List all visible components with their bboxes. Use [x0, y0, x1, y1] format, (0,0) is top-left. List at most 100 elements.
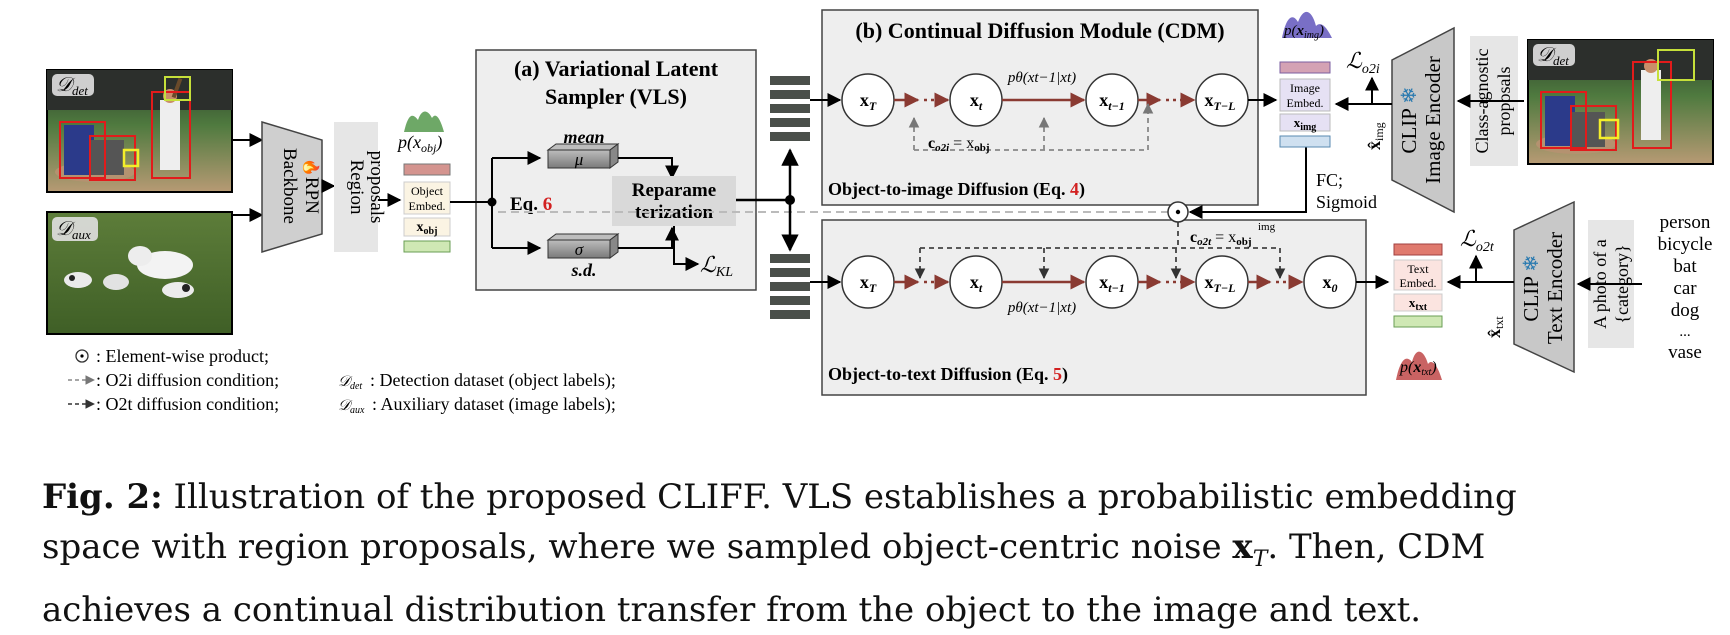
svg-text:𝒟det: 𝒟det: [338, 374, 362, 392]
svg-text:p(xtxt): p(xtxt): [1399, 359, 1437, 378]
svg-text:CLIP❄: CLIP❄: [1397, 86, 1421, 153]
category-item: bicycle: [1658, 234, 1713, 255]
svg-text:xt−1: xt−1: [1099, 90, 1125, 113]
svg-text:xtxt: xtxt: [1409, 295, 1428, 313]
svg-text:xT: xT: [860, 90, 877, 113]
caption-text-3: achieves a continual distribution transf…: [42, 589, 1422, 630]
svg-text:μ: μ: [574, 150, 584, 169]
category-item: vase: [1668, 342, 1702, 363]
svg-text:🔥RPN: 🔥RPN: [301, 158, 322, 214]
svg-text:Object: Object: [411, 184, 444, 198]
svg-text:xobj: xobj: [417, 220, 438, 237]
svg-text:proposals: proposals: [366, 151, 387, 224]
svg-text:Eq. 6: Eq. 6: [510, 194, 552, 215]
svg-text:xt: xt: [970, 90, 983, 113]
svg-text:p(ximg): p(ximg): [1283, 23, 1324, 41]
region-proposals-box: Region proposals: [334, 122, 387, 252]
cdm-panel-top: (b) Continual Diffusion Module (CDM): [821, 9, 1259, 206]
svg-text:𝒟aux: 𝒟aux: [338, 398, 365, 416]
caption-line-3: achieves a continual distribution transf…: [42, 585, 1702, 635]
category-item: car: [1673, 278, 1697, 299]
node-xt-minus-1-bottom: xt−1: [1085, 255, 1139, 309]
det-dataset-image-right: 𝒟det: [1527, 39, 1714, 165]
svg-text:Region: Region: [346, 160, 367, 215]
svg-text:CLIP❄: CLIP❄: [1519, 254, 1543, 321]
svg-text:ximg: ximg: [1294, 115, 1317, 133]
caption-line-1: Fig. 2: Illustration of the proposed CLI…: [42, 472, 1702, 522]
svg-text:p(xobj): p(xobj): [396, 132, 442, 155]
svg-text:Text: Text: [1407, 262, 1429, 276]
caption-math-sub: T: [1252, 546, 1268, 572]
aux-dataset-image: 𝒟aux: [46, 211, 233, 335]
svg-text:xt−1: xt−1: [1099, 272, 1125, 295]
svg-text:: O2t diffusion condition;: : O2t diffusion condition;: [96, 394, 279, 414]
caption-math: x: [1232, 527, 1253, 567]
caption-text-1: Illustration of the proposed CLIFF. VLS …: [162, 477, 1517, 517]
snowflake-icon: ❄: [1519, 254, 1543, 272]
noise-bars-top: [770, 76, 810, 141]
image-embedding-stack: p(ximg) Image Embed. ximg: [1279, 11, 1332, 148]
det-dataset-image-left: 𝒟det: [46, 69, 233, 193]
category-item: person: [1660, 212, 1711, 233]
svg-text:Object-to-image Diffusion (Eq.: Object-to-image Diffusion (Eq. 4): [828, 179, 1085, 200]
noise-bars-bottom: [770, 254, 810, 319]
svg-text:Embed.: Embed.: [1400, 276, 1437, 290]
vls-panel: (a) Variational Latent Sampler (VLS) Eq.…: [450, 49, 757, 291]
svg-text:Text Encoder: Text Encoder: [1543, 232, 1567, 344]
category-item: dog: [1671, 300, 1700, 321]
svg-text:Embed.: Embed.: [409, 199, 446, 213]
svg-text:Sigmoid: Sigmoid: [1316, 192, 1377, 212]
svg-text:x0: x0: [1323, 272, 1338, 295]
svg-text:ℒo2t: ℒo2t: [1460, 226, 1495, 255]
text-embedding-stack: Text Embed. xtxt p(xtxt): [1393, 243, 1443, 380]
node-x0-bottom: x0: [1303, 255, 1357, 309]
svg-text:Object-to-text Diffusion (Eq.: Object-to-text Diffusion (Eq. 5): [828, 364, 1068, 385]
svg-text:ℒo2i: ℒo2i: [1346, 48, 1380, 77]
caption-text-2b: . Then, CDM: [1267, 527, 1486, 567]
svg-text:Image Encoder: Image Encoder: [1421, 56, 1445, 184]
o2t-condition-arrows: [914, 222, 1286, 280]
svg-text:ℒKL: ℒKL: [700, 252, 733, 280]
node-xTL-bottom: xT−L: [1195, 255, 1249, 309]
svg-text:Backbone: Backbone: [279, 148, 300, 224]
svg-text:𝒟det: 𝒟det: [56, 74, 88, 98]
svg-text:pθ(xt−1|xt): pθ(xt−1|xt): [1007, 70, 1076, 86]
svg-text:co2i = xobj: co2i = xobj: [928, 135, 989, 154]
category-list: person bicycle bat car dog ... vase: [1658, 212, 1713, 363]
figure-caption: Fig. 2: Illustration of the proposed CLI…: [42, 472, 1702, 635]
snowflake-icon: ❄: [1397, 86, 1421, 104]
svg-text:σ: σ: [575, 240, 584, 259]
svg-text:Sampler (VLS): Sampler (VLS): [545, 84, 687, 109]
svg-text:xt: xt: [970, 272, 983, 295]
rpn-backbone: Backbone 🔥RPN: [261, 120, 323, 254]
clip-text-encoder: CLIP❄ Text Encoder: [1513, 200, 1575, 374]
cdm-panel-bottom: [821, 219, 1367, 396]
svg-text:Image: Image: [1290, 81, 1320, 95]
svg-text:𝒟aux: 𝒟aux: [56, 218, 91, 242]
svg-text:: Detection dataset (object la: : Detection dataset (object labels);: [370, 370, 616, 391]
svg-text:pθ(xt−1|xt): pθ(xt−1|xt): [1007, 300, 1076, 316]
clip-image-encoder: CLIP❄ Image Encoder: [1391, 26, 1455, 214]
svg-text:Reparame: Reparame: [632, 180, 716, 201]
svg-text:: Auxiliary dataset (image lab: : Auxiliary dataset (image labels);: [372, 394, 616, 415]
object-embedding-stack: p(xobj) Object Embed. xobj: [396, 111, 451, 253]
svg-text:Embed.: Embed.: [1287, 96, 1324, 110]
svg-text:: O2i diffusion condition;: : O2i diffusion condition;: [96, 370, 279, 390]
svg-text:FC;: FC;: [1316, 170, 1343, 190]
category-item: bat: [1673, 256, 1697, 277]
svg-text:x̂img: x̂img: [1364, 122, 1386, 150]
node-xt-top: xt: [949, 73, 1003, 127]
node-xT-bottom: xT: [841, 255, 895, 309]
svg-text:x̂txt: x̂txt: [1484, 316, 1506, 338]
svg-text:mean: mean: [563, 127, 604, 147]
category-item: ...: [1679, 324, 1690, 340]
svg-text:: Element-wise product;: : Element-wise product;: [96, 346, 269, 366]
svg-text:xT: xT: [860, 272, 877, 295]
svg-text:img: img: [1258, 221, 1276, 233]
svg-text:xT−L: xT−L: [1205, 272, 1236, 295]
svg-text:xT−L: xT−L: [1205, 90, 1236, 113]
caption-text-2a: space with region proposals, where we sa…: [42, 527, 1233, 567]
svg-text:𝒟det: 𝒟det: [1537, 44, 1569, 68]
svg-text:(a) Variational Latent: (a) Variational Latent: [514, 56, 719, 81]
